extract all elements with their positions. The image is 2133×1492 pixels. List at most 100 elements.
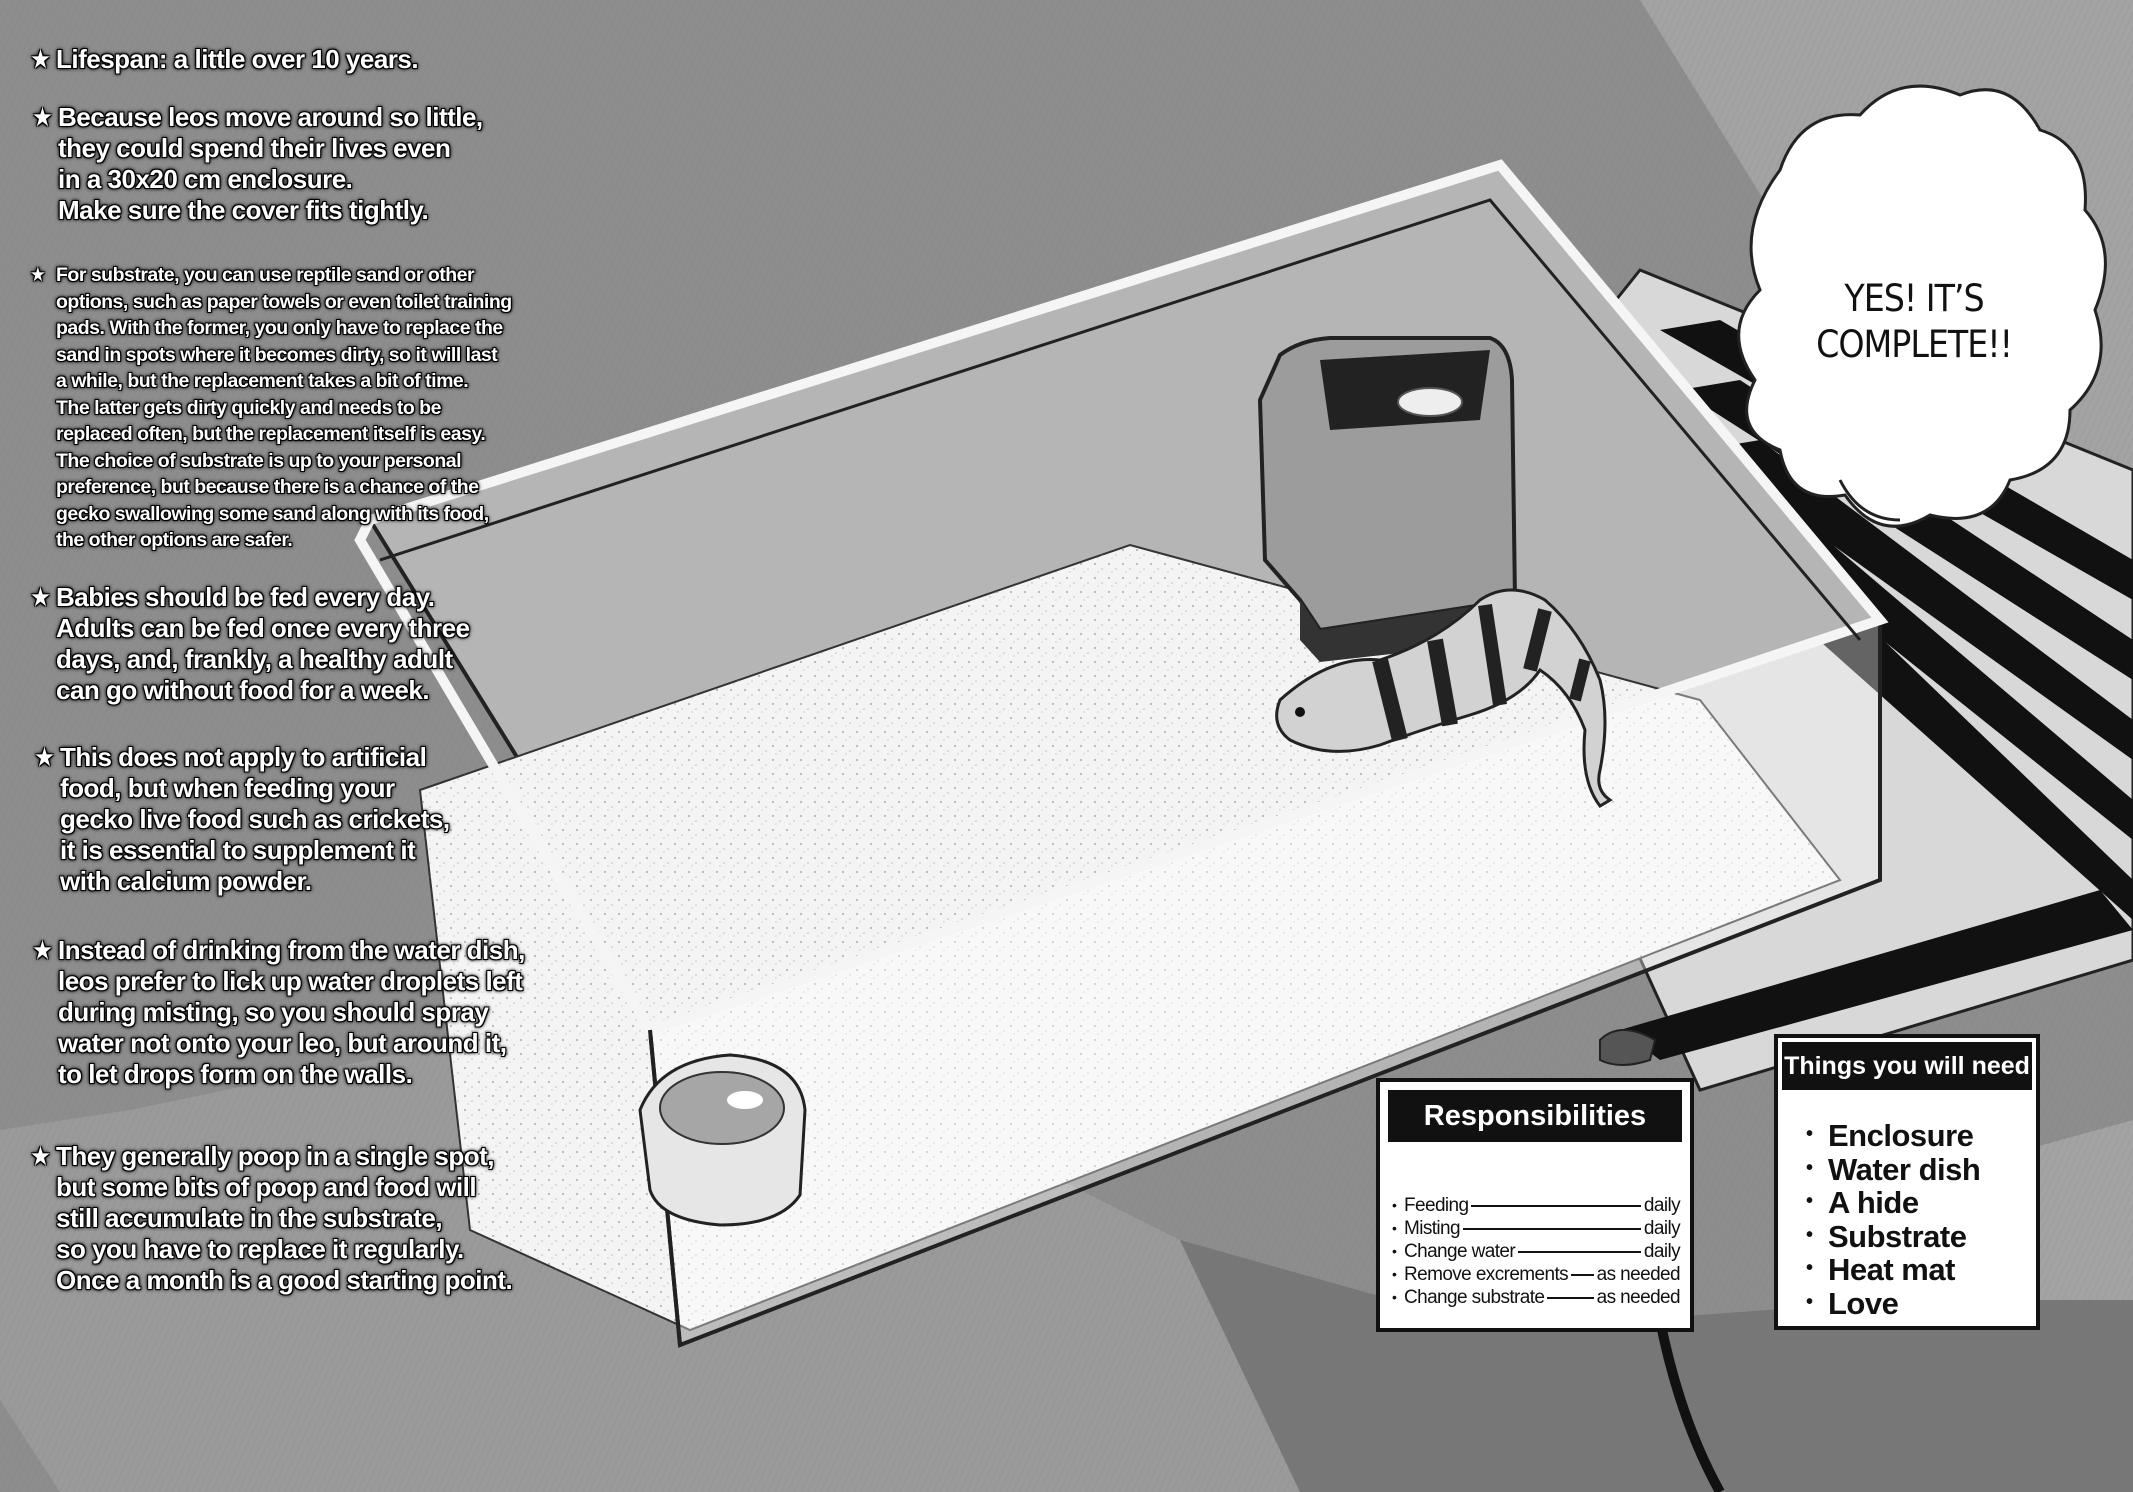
task-label: Remove excrements: [1404, 1264, 1569, 1285]
bullet-icon: •: [1806, 1223, 1813, 1246]
tip-enclosure: ★ Because leos move around so little, th…: [32, 102, 483, 226]
bullet-icon: •: [1392, 1220, 1397, 1236]
item-label: Enclosure: [1828, 1118, 1974, 1153]
star-icon: ★: [30, 582, 51, 612]
things-needed-title: Things you will need: [1782, 1042, 2032, 1090]
things-needed-list: •Enclosure •Water dish •A hide •Substrat…: [1778, 1120, 2036, 1321]
tip-line: Once a month is a good starting point.: [56, 1265, 513, 1295]
task-frequency: as needed: [1596, 1264, 1681, 1285]
tip-calcium: ★ This does not apply to artificial food…: [34, 742, 450, 897]
tip-line: The latter gets dirty quickly and needs …: [56, 396, 441, 419]
list-item: •Water dish: [1806, 1151, 2036, 1188]
task-frequency: daily: [1643, 1241, 1681, 1262]
tip-line: in a 30x20 cm enclosure.: [58, 164, 353, 194]
leader-line: [1462, 1227, 1641, 1230]
star-icon: ★: [30, 1141, 51, 1171]
tip-line: Lifespan: a little over 10 years.: [56, 44, 419, 74]
speech-bubble-text: YES! IT’S COMPLETE!!: [1784, 276, 2044, 368]
tip-line: food, but when feeding your: [60, 773, 395, 803]
task-label: Change substrate: [1404, 1287, 1545, 1308]
tip-line: it is essential to supplement it: [60, 835, 416, 865]
tip-line: during misting, so you should spray: [58, 997, 489, 1027]
tip-lifespan: ★ Lifespan: a little over 10 years.: [30, 44, 419, 75]
water-dish: [638, 1053, 807, 1227]
tip-line: they could spend their lives even: [58, 133, 451, 163]
item-label: Water dish: [1828, 1151, 1981, 1187]
item-label: A hide: [1828, 1185, 1919, 1221]
tip-line: a while, but the replacement takes a bit…: [56, 370, 469, 392]
tip-line: with calcium powder.: [60, 866, 312, 896]
tip-line: Babies should be fed every day.: [56, 582, 435, 612]
tip-line: Because leos move around so little,: [58, 102, 483, 132]
star-icon: ★: [30, 264, 46, 286]
star-icon: ★: [30, 44, 51, 74]
tip-line: pads. With the former, you only have to …: [56, 317, 503, 339]
bullet-icon: •: [1806, 1290, 1813, 1313]
tip-substrate: ★ For substrate, you can use reptile san…: [30, 262, 512, 554]
bullet-icon: •: [1806, 1123, 1813, 1146]
tip-misting: ★ Instead of drinking from the water dis…: [32, 935, 525, 1090]
tip-feeding: ★ Babies should be fed every day. Adults…: [30, 582, 470, 706]
list-item: • Heat mat: [1806, 1254, 2036, 1288]
bullet-icon: •: [1392, 1266, 1397, 1282]
terrarium-rim: [354, 159, 1889, 1037]
tip-line: replaced often, but the replacement itse…: [56, 423, 486, 445]
bullet-icon: •: [1806, 1190, 1813, 1213]
list-item: • Feeding daily: [1392, 1194, 1681, 1217]
tip-line: water not onto your leo, but around it,: [58, 1028, 507, 1058]
bullet-icon: •: [1392, 1289, 1397, 1305]
task-frequency: daily: [1643, 1195, 1681, 1216]
tip-cleaning: ★ They generally poop in a single spot, …: [30, 1141, 513, 1296]
bullet-icon: •: [1392, 1243, 1397, 1259]
star-icon: ★: [32, 102, 53, 132]
tip-line: sand in spots where it becomes dirty, so…: [56, 343, 498, 366]
bullet-icon: •: [1806, 1257, 1813, 1280]
speech-bubble: [1737, 84, 2107, 528]
tip-line: so you have to replace it regularly.: [56, 1234, 464, 1264]
leader-line: [1547, 1296, 1594, 1299]
tip-line: leos prefer to lick up water droplets le…: [58, 966, 523, 996]
bubble-line: COMPLETE!!: [1816, 323, 2013, 366]
tip-line: gecko live food such as crickets,: [60, 804, 450, 834]
leopard-gecko: [1275, 588, 1613, 808]
tip-line: still accumulate in the substrate,: [56, 1203, 443, 1233]
tip-line: For substrate, you can use reptile sand …: [56, 264, 475, 286]
tip-line: This does not apply to artificial: [60, 742, 427, 772]
list-item: • Remove excrements as needed: [1392, 1263, 1681, 1286]
task-label: Feeding: [1404, 1195, 1469, 1216]
list-item: • Substrate: [1806, 1218, 2036, 1255]
item-label: Substrate: [1828, 1218, 1967, 1254]
responsibilities-list: • Feeding daily • Misting daily • Change wate…: [1380, 1194, 1690, 1309]
tip-line: days, and, frankly, a healthy adult: [56, 644, 453, 674]
tip-line: can go without food for a week.: [56, 675, 430, 705]
task-frequency: daily: [1643, 1218, 1681, 1239]
tip-line: but some bits of poop and food will: [56, 1172, 477, 1202]
task-frequency: as needed: [1596, 1287, 1681, 1308]
power-cable: [1655, 1319, 1725, 1492]
task-label: Misting: [1404, 1218, 1461, 1239]
list-item: •Love: [1806, 1288, 2036, 1322]
tip-line: Make sure the cover fits tightly.: [58, 195, 429, 225]
tip-line: to let drops form on the walls.: [58, 1059, 413, 1089]
tip-line: preference, but because there is a chanc…: [56, 476, 479, 498]
leader-line: [1571, 1273, 1594, 1276]
leader-line: [1518, 1250, 1641, 1253]
responsibilities-box: Responsibilities • Feeding daily • Misting d…: [1376, 1078, 1694, 1332]
star-icon: ★: [32, 935, 53, 965]
things-needed-box: Things you will need •Enclosure •Water d…: [1774, 1034, 2040, 1330]
bullet-icon: •: [1392, 1197, 1397, 1213]
tip-line: gecko swallowing some sand along with it…: [56, 502, 489, 525]
bubble-line: YES! IT’S: [1844, 277, 1984, 320]
task-label: Change water: [1404, 1241, 1516, 1262]
tip-line: Adults can be fed once every three: [56, 613, 470, 643]
tip-line: They generally poop in a single spot,: [56, 1141, 495, 1171]
leader-line: [1471, 1204, 1641, 1207]
tip-line: The choice of substrate is up to your pe…: [56, 449, 461, 472]
list-item: • A hide: [1806, 1187, 2036, 1221]
list-item: • Enclosure: [1806, 1120, 2036, 1154]
list-item: • Change water daily: [1392, 1240, 1681, 1263]
item-label: Heat mat: [1828, 1252, 1955, 1288]
tip-line: Instead of drinking from the water dish,: [58, 935, 525, 965]
responsibilities-title: Responsibilities: [1388, 1090, 1682, 1142]
tip-line: options, such as paper towels or even to…: [56, 290, 512, 313]
